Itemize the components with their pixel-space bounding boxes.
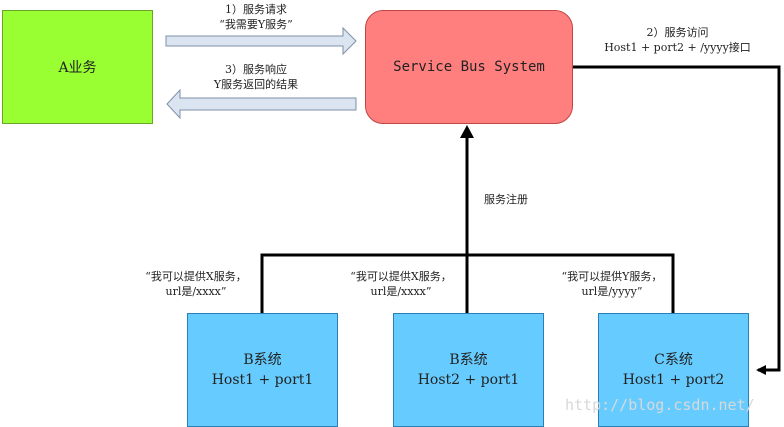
c-registration-label: “我可以提供Y服务， url是/yyyy”: [550, 269, 674, 299]
b1-registration-line2: url是/xxxx”: [165, 285, 227, 298]
response-label-line2: Y服务返回的结果: [213, 78, 299, 91]
access-label-line1: 2）服务访问: [646, 26, 709, 39]
c-system-name: C系统: [654, 352, 693, 368]
register-label: 服务注册: [484, 193, 528, 206]
response-label-line1: 3）服务响应: [225, 63, 287, 76]
b-system-2-address: Host2 + port1: [417, 372, 520, 388]
watermark: http://blog.csdn.net/: [565, 396, 755, 414]
b-system-2-name: B系统: [449, 352, 488, 368]
service-bus-label: Service Bus System: [393, 59, 545, 75]
a-service-label: A业务: [58, 60, 97, 76]
response-label: 3）服务响应 Y服务返回的结果: [196, 62, 316, 92]
registration-connector: [260, 138, 675, 313]
c-registration-line1: “我可以提供Y服务，: [561, 270, 663, 283]
request-label: 1）服务请求 “我需要Y服务”: [196, 2, 316, 32]
c-system-address: Host1 + port2: [622, 372, 725, 388]
b1-registration-label: “我可以提供X服务， url是/xxxx”: [134, 269, 258, 299]
service-access-connector: [573, 65, 781, 375]
b2-registration-line1: “我可以提供X服务，: [350, 270, 452, 283]
c-registration-line2: url是/yyyy”: [581, 285, 643, 298]
service-bus-box: Service Bus System: [365, 10, 573, 124]
b-system-2-box: B系统 Host2 + port1: [393, 313, 544, 427]
b1-registration-line1: “我可以提供X服务，: [145, 270, 247, 283]
b-system-1-box: B系统 Host1 + port1: [187, 313, 338, 427]
access-label-line2: Host1 + port2 + /yyyy接口: [604, 41, 751, 54]
b-system-1-name: B系统: [243, 352, 282, 368]
b-system-1-address: Host1 + port1: [211, 372, 314, 388]
request-label-line1: 1）服务请求: [225, 3, 287, 16]
request-label-line2: “我需要Y服务”: [219, 18, 293, 31]
request-arrow: [165, 26, 357, 56]
b2-registration-line2: url是/xxxx”: [370, 285, 432, 298]
a-service-box: A业务: [2, 10, 153, 124]
response-arrow: [166, 88, 357, 120]
b2-registration-label: “我可以提供X服务， url是/xxxx”: [339, 269, 463, 299]
c-system-box: C系统 Host1 + port2: [598, 313, 749, 427]
access-label: 2）服务访问 Host1 + port2 + /yyyy接口: [585, 25, 770, 55]
registration-arrowhead: [460, 125, 474, 138]
